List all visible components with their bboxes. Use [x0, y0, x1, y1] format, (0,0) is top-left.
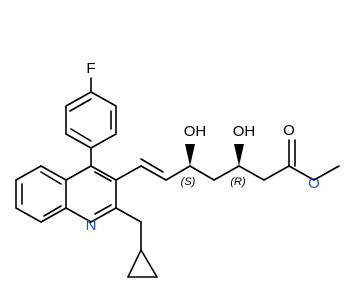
carbonyl-oxygen-label: O — [283, 122, 295, 139]
vinyl-chain — [115, 158, 290, 181]
stereo-s-label: (S) — [181, 176, 196, 188]
ester-group — [288, 139, 340, 181]
quinoline-ring — [15, 147, 117, 223]
stereo-r-label: (R) — [230, 176, 246, 188]
fluorophenyl-ring — [65, 77, 117, 149]
hydroxyl-s-label: OH — [184, 123, 207, 140]
fluorine-label: F — [86, 60, 95, 77]
ester-oxygen-label: O — [308, 175, 320, 192]
wedge-bond-r — [234, 144, 244, 166]
hydroxyl-r-label: OH — [233, 123, 256, 140]
nitrogen-label: N — [86, 217, 97, 234]
wedge-bond-s — [185, 144, 195, 166]
cyclopropyl-group — [115, 207, 158, 278]
